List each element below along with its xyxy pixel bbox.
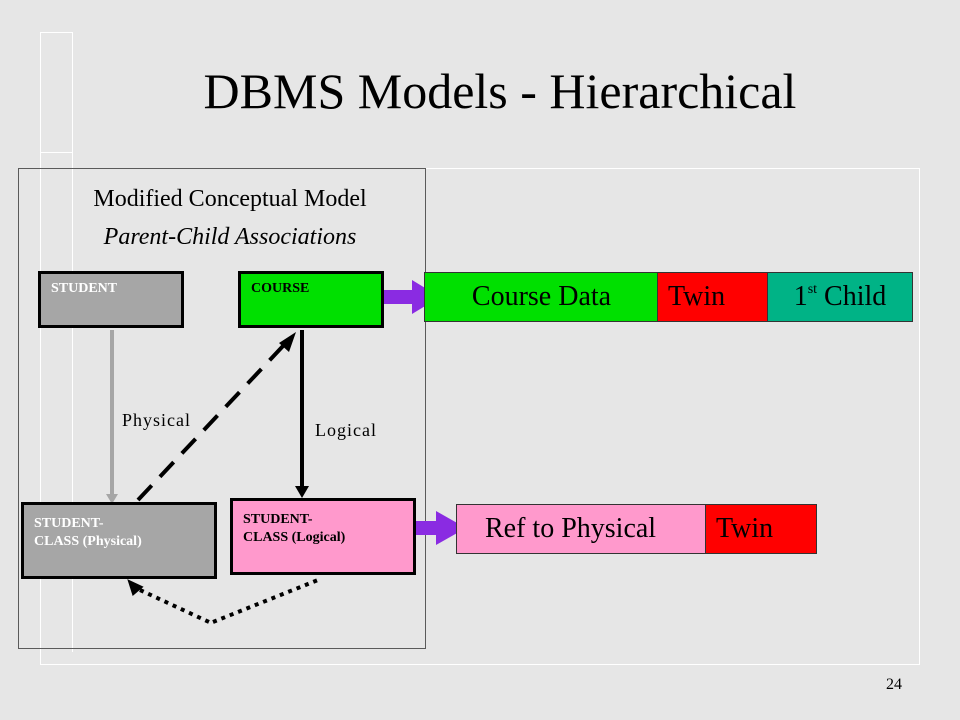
panel-subheading: Parent-Child Associations	[103, 224, 357, 250]
segment-ref-to-physical: Ref to Physical	[456, 504, 707, 554]
decor-vertical-line	[72, 32, 73, 652]
dotted-link-right	[212, 578, 319, 624]
entity-label-line2: CLASS (Physical)	[34, 534, 142, 549]
entity-label-line1: STUDENT-	[34, 516, 104, 531]
conceptual-model-panel	[18, 168, 426, 649]
decor-horizontal-line	[40, 32, 72, 33]
dotted-link-left-arrowhead	[127, 579, 144, 597]
panel-heading: Modified Conceptual Model	[93, 186, 367, 212]
physical-link-label: Physical	[122, 410, 191, 430]
entity-student-label: STUDENT	[51, 281, 118, 296]
dashed-physical-pointer-arrowhead	[279, 332, 296, 352]
segment-student-class-twin: Twin	[705, 504, 817, 554]
logical-link-arrowhead	[295, 486, 309, 498]
slide-title: DBMS Models - Hierarchical	[203, 63, 797, 119]
segment-course-twin: Twin	[657, 272, 769, 322]
child-word: Child	[824, 281, 887, 312]
entity-student-class-logical: STUDENT- CLASS (Logical)	[230, 498, 416, 575]
outer-frame	[40, 168, 920, 665]
segment-first-child: 1st Child	[767, 272, 913, 322]
entity-course-label: COURSE	[251, 281, 310, 296]
physical-link-arrowhead	[106, 494, 118, 504]
child-ordinal: 1	[793, 281, 808, 312]
decor-vertical-line	[40, 32, 41, 664]
decor-horizontal-line	[40, 152, 72, 153]
entity-course: COURSE	[238, 271, 384, 328]
entity-label-line2: CLASS (Logical)	[243, 530, 346, 545]
entity-student: STUDENT	[38, 271, 184, 328]
entity-student-class-physical: STUDENT- CLASS (Physical)	[21, 502, 217, 579]
logical-link-label: Logical	[315, 420, 377, 440]
child-ordinal-suffix: st	[807, 282, 818, 297]
dashed-physical-pointer-line	[136, 344, 285, 502]
segment-course-data: Course Data	[424, 272, 659, 322]
page-number: 24	[886, 676, 902, 693]
dotted-link-left	[139, 588, 210, 624]
entity-label-line1: STUDENT-	[243, 512, 313, 527]
